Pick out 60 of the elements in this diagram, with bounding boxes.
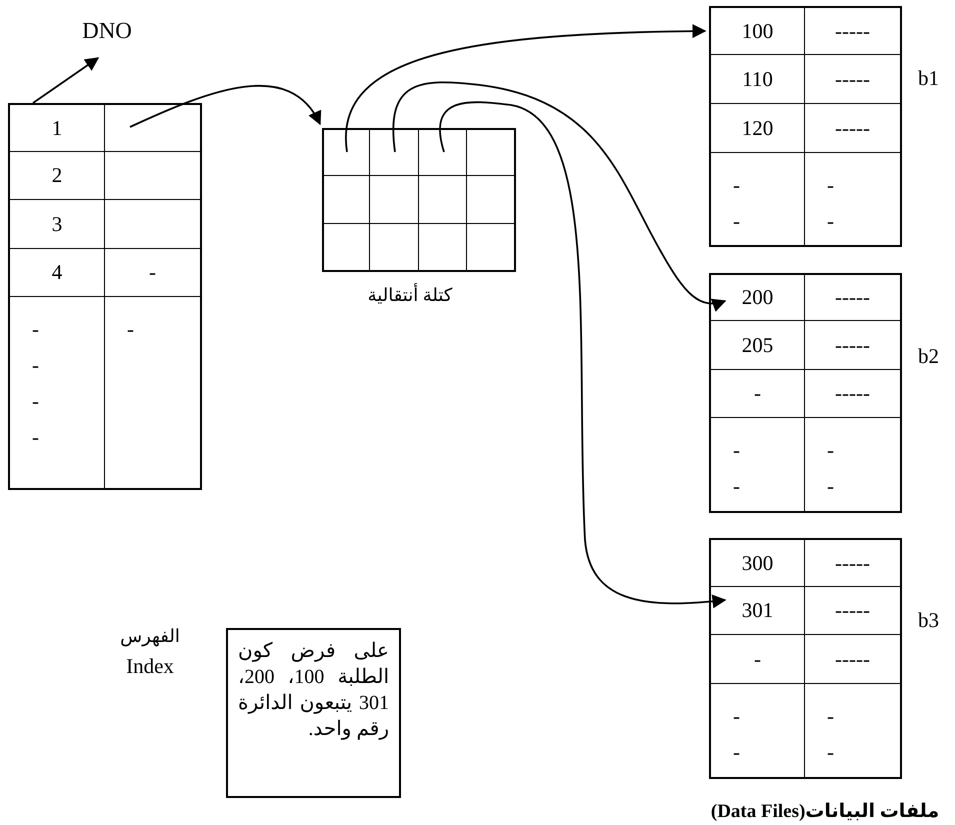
arrow (130, 84, 321, 128)
arrow (392, 82, 726, 312)
table-cell: ----- (805, 321, 902, 370)
table-cell: 4 (8, 249, 105, 297)
table-cell (105, 200, 202, 249)
grid-cell (370, 224, 419, 272)
table-cell (105, 152, 202, 200)
table-cell: ----- (805, 538, 902, 587)
grid-cell (467, 128, 516, 176)
table-cell: - (709, 635, 805, 684)
table-cell: - - - - (8, 297, 105, 490)
table-cell: ----- (805, 587, 902, 635)
table-cell: 300 (709, 538, 805, 587)
table-cell: - - (709, 684, 805, 779)
table-cell: 2 (8, 152, 105, 200)
table-cell: ----- (805, 55, 902, 104)
table-caption: b2 (918, 344, 940, 369)
table-cell: ----- (805, 273, 902, 321)
table-caption: الفهرس (119, 626, 181, 647)
table-cell: 120 (709, 104, 805, 153)
grid-cell (370, 176, 419, 224)
grid-cell (419, 128, 467, 176)
table-caption: Index (125, 654, 175, 679)
table-cell: - - (805, 684, 902, 779)
table-cell: - (105, 297, 202, 490)
table-cell: ----- (805, 104, 902, 153)
grid-caption: كتلة أنتقالية (366, 285, 454, 306)
note-box: على فرض كون الطلبة 100، 200، 301 يتبعون الدائرة رقم واحد. (226, 628, 401, 798)
arrow (439, 101, 726, 608)
grid-cell (467, 224, 516, 272)
table-cell: - (709, 370, 805, 418)
table-cell: 100 (709, 6, 805, 55)
grid-cell (467, 176, 516, 224)
grid-cell (370, 128, 419, 176)
table-cell: 3 (8, 200, 105, 249)
table-caption: b1 (918, 66, 940, 91)
table-cell: 205 (709, 321, 805, 370)
table-cell: ----- (805, 370, 902, 418)
table-cell: 1 (8, 103, 105, 152)
table-cell: - - (709, 418, 805, 513)
grid-cell (322, 176, 370, 224)
grid-cell (322, 128, 370, 176)
table-cell: ----- (805, 6, 902, 55)
arrow (345, 24, 706, 152)
table-cell: - (105, 249, 202, 297)
field-label: DNO (72, 18, 142, 48)
table-cell: - - (709, 153, 805, 247)
table-cell: - - (805, 153, 902, 247)
table-cell: ----- (805, 635, 902, 684)
table-cell: 301 (709, 587, 805, 635)
table-cell: 200 (709, 273, 805, 321)
table-caption: b3 (918, 608, 940, 633)
grid-cell (419, 176, 467, 224)
grid-cell (322, 224, 370, 272)
arrow (32, 57, 100, 104)
grid-cell (419, 224, 467, 272)
table-cell: - - (805, 418, 902, 513)
table-cell (105, 103, 202, 152)
section-caption: ملفات البيانات(Data Files) (710, 800, 940, 823)
table-cell: 110 (709, 55, 805, 104)
